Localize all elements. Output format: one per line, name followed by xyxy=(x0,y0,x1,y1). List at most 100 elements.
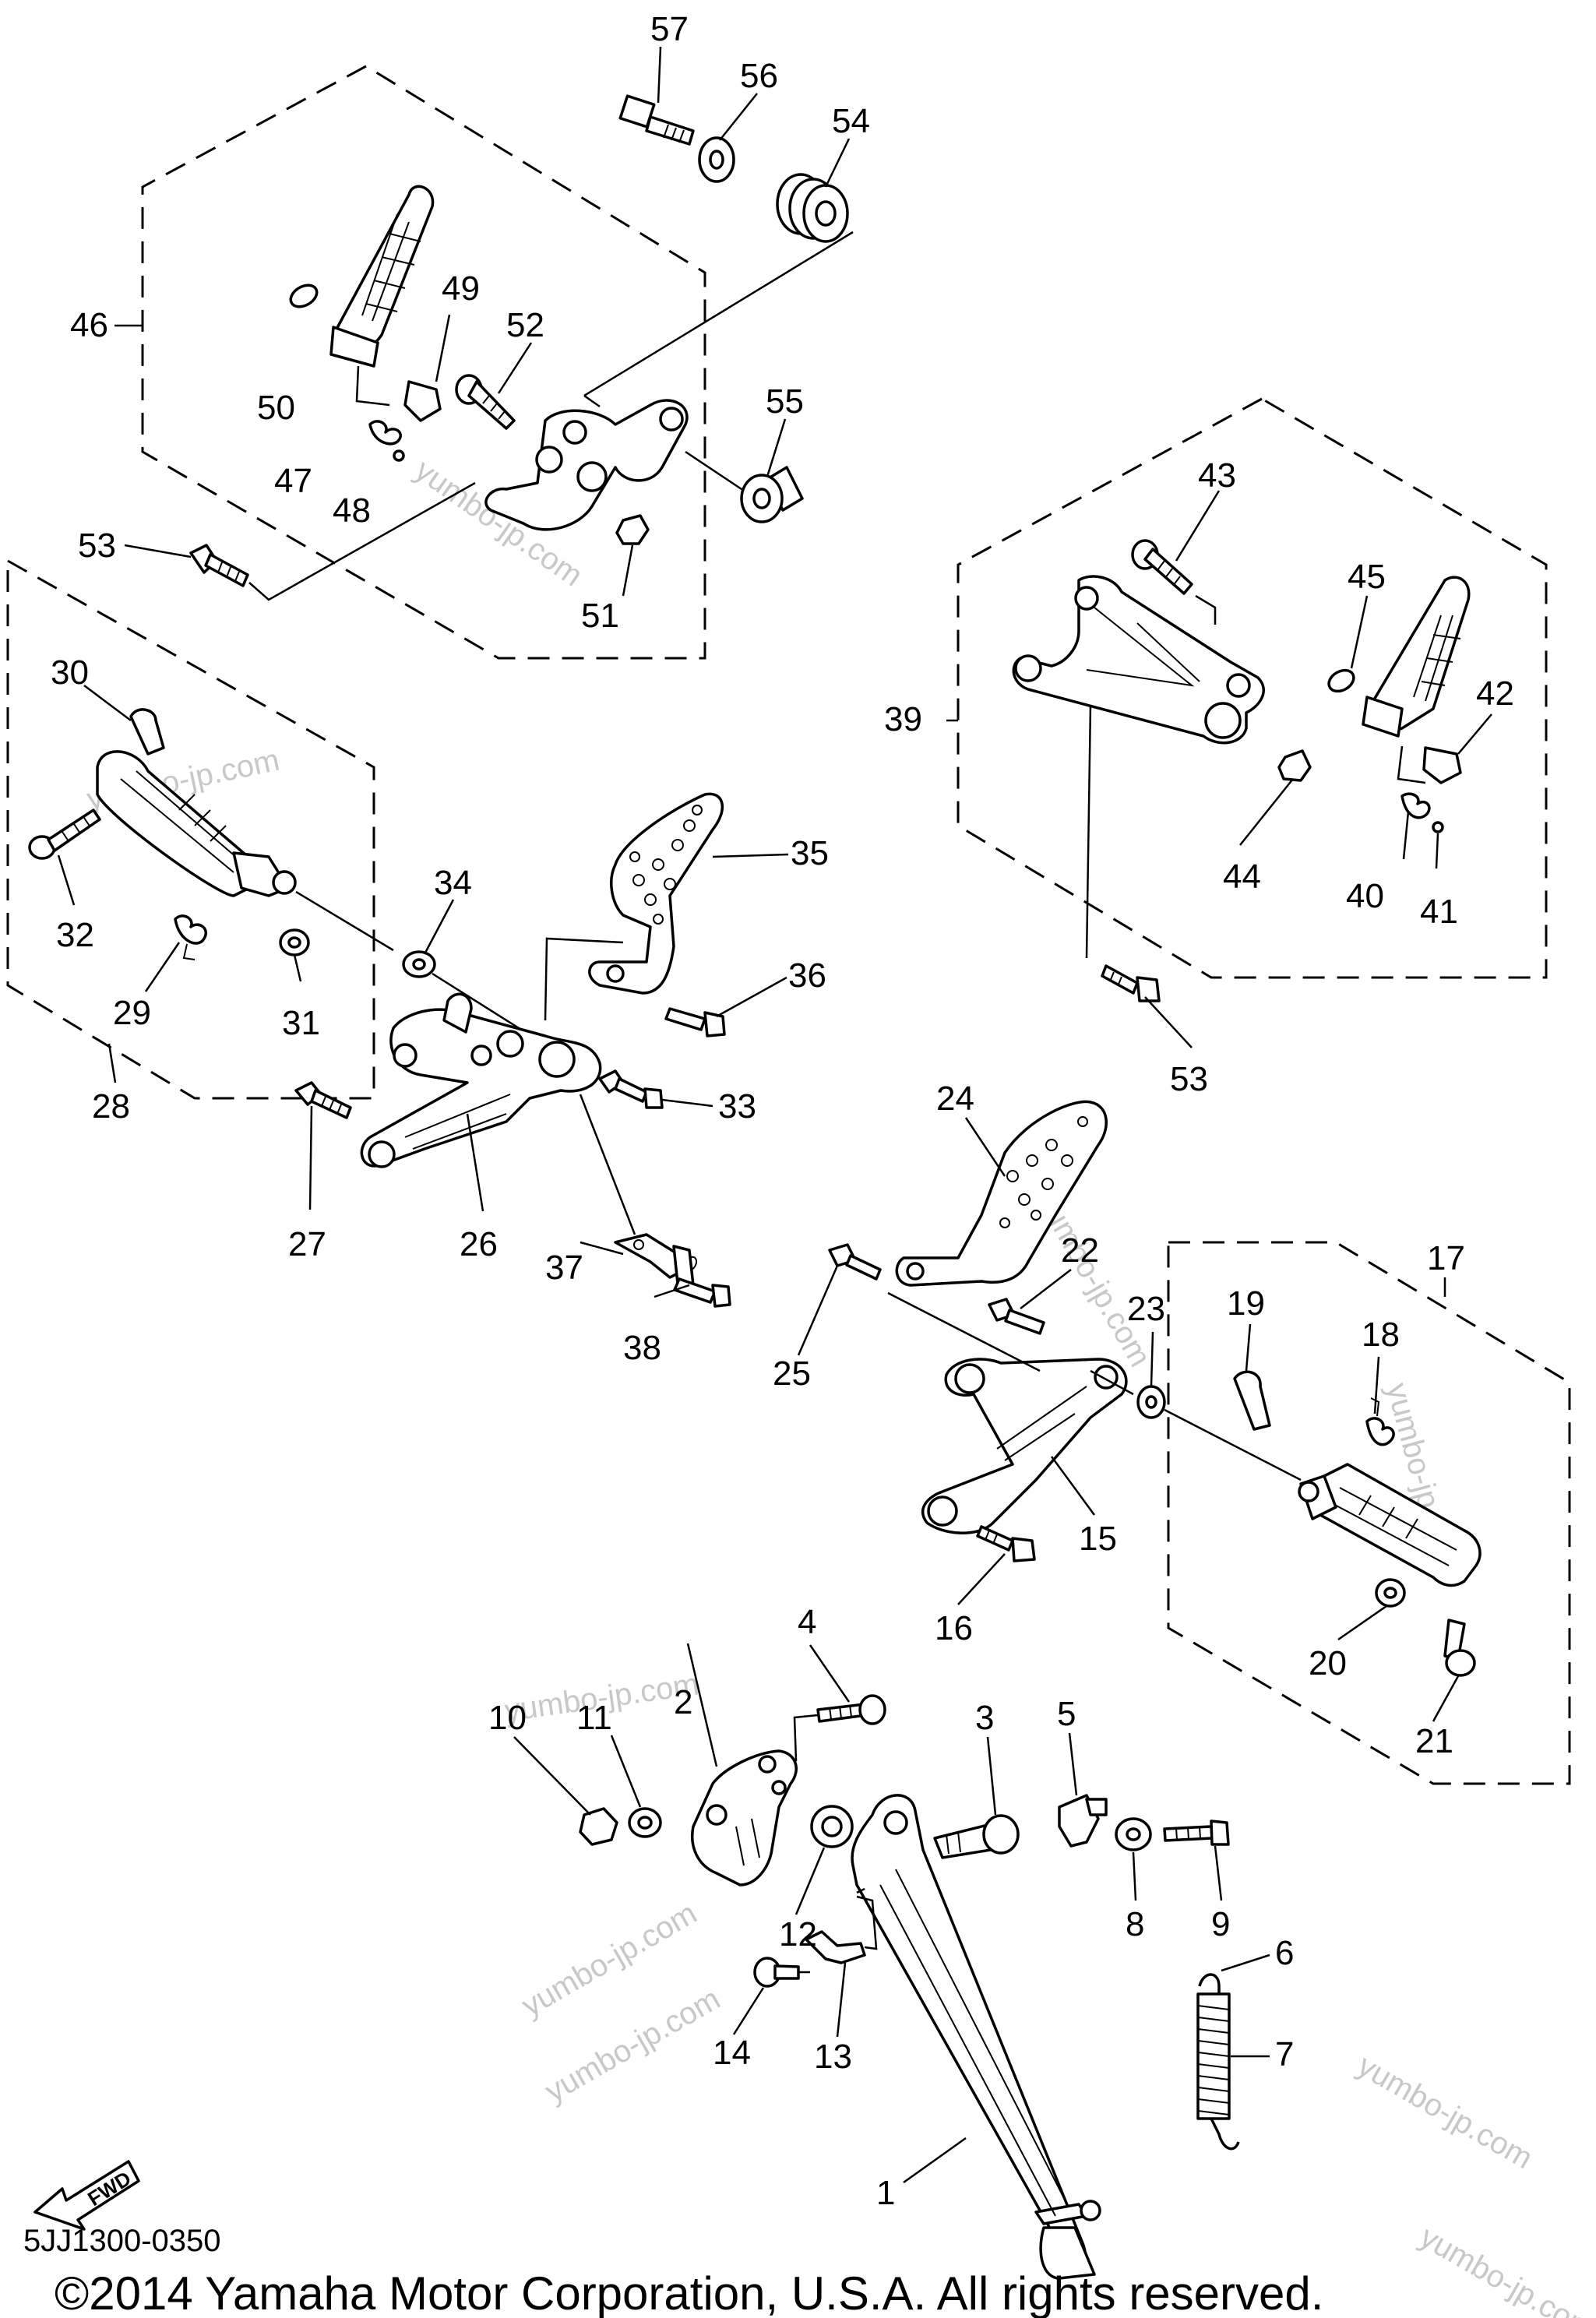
bolt-4 xyxy=(816,1694,886,1725)
bolt-57 xyxy=(618,94,695,146)
copyright-notice: ©2014 Yamaha Motor Corporation, U.S.A. A… xyxy=(55,2267,1323,2318)
group-outlines xyxy=(6,65,1571,1785)
callout-18: 18 xyxy=(1362,1316,1400,1354)
callout-45: 45 xyxy=(1348,558,1386,596)
callout-33: 33 xyxy=(718,1087,756,1126)
bolt-27 xyxy=(294,1081,352,1119)
pin-19 xyxy=(1233,1370,1271,1431)
footpeg-46 xyxy=(329,185,435,368)
group-39-parts xyxy=(1012,539,1471,1002)
callout-53: 53 xyxy=(78,527,116,565)
callout-42: 42 xyxy=(1476,675,1514,713)
bolt-43 xyxy=(1131,539,1193,595)
watermark: yumbo-jp.com xyxy=(1415,2220,1596,2318)
bolt-38 xyxy=(672,1245,731,1308)
footpeg-39 xyxy=(1362,576,1471,738)
callout-10: 10 xyxy=(488,1699,527,1737)
callout-54: 54 xyxy=(832,102,870,140)
ball-48 xyxy=(393,449,405,462)
callout-32: 32 xyxy=(56,916,94,954)
group-28-parts xyxy=(28,708,538,1041)
callout-27: 27 xyxy=(288,1225,326,1263)
nut-44 xyxy=(1277,749,1312,782)
callout-37: 37 xyxy=(545,1249,583,1287)
diagram-code: 5JJ1300-0350 xyxy=(23,2224,221,2258)
pin-50 xyxy=(289,284,319,308)
footpeg-17 xyxy=(1298,1463,1481,1587)
collar-55 xyxy=(740,466,804,523)
bolt-53 xyxy=(189,544,249,587)
callout-40: 40 xyxy=(1346,877,1384,915)
callout-38: 38 xyxy=(623,1329,661,1367)
callout-28: 28 xyxy=(92,1087,130,1126)
watermark: yumbo-jp.com xyxy=(1352,2049,1539,2176)
callout-47: 47 xyxy=(274,462,312,500)
spring-6-7 xyxy=(1196,1973,1240,2151)
callout-52: 52 xyxy=(506,306,544,344)
rider-bracket-parts xyxy=(294,792,731,1308)
bolt-33 xyxy=(598,1069,664,1109)
callout-46: 46 xyxy=(70,306,108,344)
bolt-16 xyxy=(976,1525,1036,1562)
callout-41: 41 xyxy=(1420,893,1458,931)
switch-5 xyxy=(1058,1794,1108,1848)
callout-20: 20 xyxy=(1309,1644,1347,1682)
bolt-25 xyxy=(828,1243,882,1281)
callout-26: 26 xyxy=(460,1225,498,1263)
callout-1: 1 xyxy=(876,2174,895,2212)
callout-56: 56 xyxy=(740,57,778,95)
callout-13: 13 xyxy=(814,2038,852,2076)
callout-51: 51 xyxy=(581,597,619,635)
callout-2: 2 xyxy=(674,1683,692,1721)
bolt-22 xyxy=(988,1298,1045,1335)
callout-14: 14 xyxy=(713,2034,751,2072)
callout-48: 48 xyxy=(333,491,371,530)
callout-53b: 53 xyxy=(1170,1060,1208,1098)
callout-50: 50 xyxy=(257,389,295,427)
callout-30: 30 xyxy=(51,653,89,692)
heel-guard-24 xyxy=(895,1100,1108,1287)
pin-45 xyxy=(1327,668,1355,693)
callout-12: 12 xyxy=(779,1915,817,1953)
right-rider-parts xyxy=(828,1100,1481,1677)
callout-49: 49 xyxy=(442,269,480,308)
callout-7: 7 xyxy=(1275,2035,1294,2073)
bolt-52 xyxy=(455,374,516,430)
sidestand-1 xyxy=(851,1794,1101,2280)
footpeg-28 xyxy=(96,750,297,897)
group-28-outline xyxy=(6,558,375,1100)
bolt-53b xyxy=(1101,964,1161,1002)
callout-21: 21 xyxy=(1415,1722,1453,1760)
callout-19: 19 xyxy=(1227,1284,1265,1323)
group-46-outline xyxy=(141,65,706,660)
bolt-21 xyxy=(1443,1619,1476,1677)
callout-31: 31 xyxy=(282,1004,320,1042)
callout-5: 5 xyxy=(1057,1695,1076,1733)
callout-29: 29 xyxy=(113,994,151,1032)
callout-36: 36 xyxy=(788,956,826,995)
sidestand-parts: FWD xyxy=(33,1694,1240,2280)
pin-30 xyxy=(129,708,165,756)
callout-16: 16 xyxy=(935,1609,973,1647)
callout-24: 24 xyxy=(936,1080,974,1118)
passenger-bracket-39 xyxy=(1012,575,1265,745)
damper-54 xyxy=(776,173,849,243)
callout-4: 4 xyxy=(798,1603,816,1641)
callout-25: 25 xyxy=(773,1355,811,1393)
callout-3: 3 xyxy=(975,1699,994,1737)
fwd-arrow-icon: FWD xyxy=(33,2160,140,2231)
callout-43: 43 xyxy=(1198,456,1236,495)
leader-lines xyxy=(57,46,1492,2184)
callout-15: 15 xyxy=(1079,1520,1117,1558)
bolt-32 xyxy=(28,808,101,860)
spring-40 xyxy=(1400,792,1431,819)
spring-plate-49 xyxy=(403,380,442,422)
spring-29 xyxy=(174,914,207,960)
spring-18 xyxy=(1365,1397,1395,1446)
callout-55: 55 xyxy=(766,382,804,421)
spring-plate-42 xyxy=(1422,746,1462,784)
bolt-14 xyxy=(753,1957,800,1988)
bolt-36 xyxy=(664,1007,726,1037)
callout-22: 22 xyxy=(1061,1231,1099,1270)
group-46-parts xyxy=(189,94,854,601)
